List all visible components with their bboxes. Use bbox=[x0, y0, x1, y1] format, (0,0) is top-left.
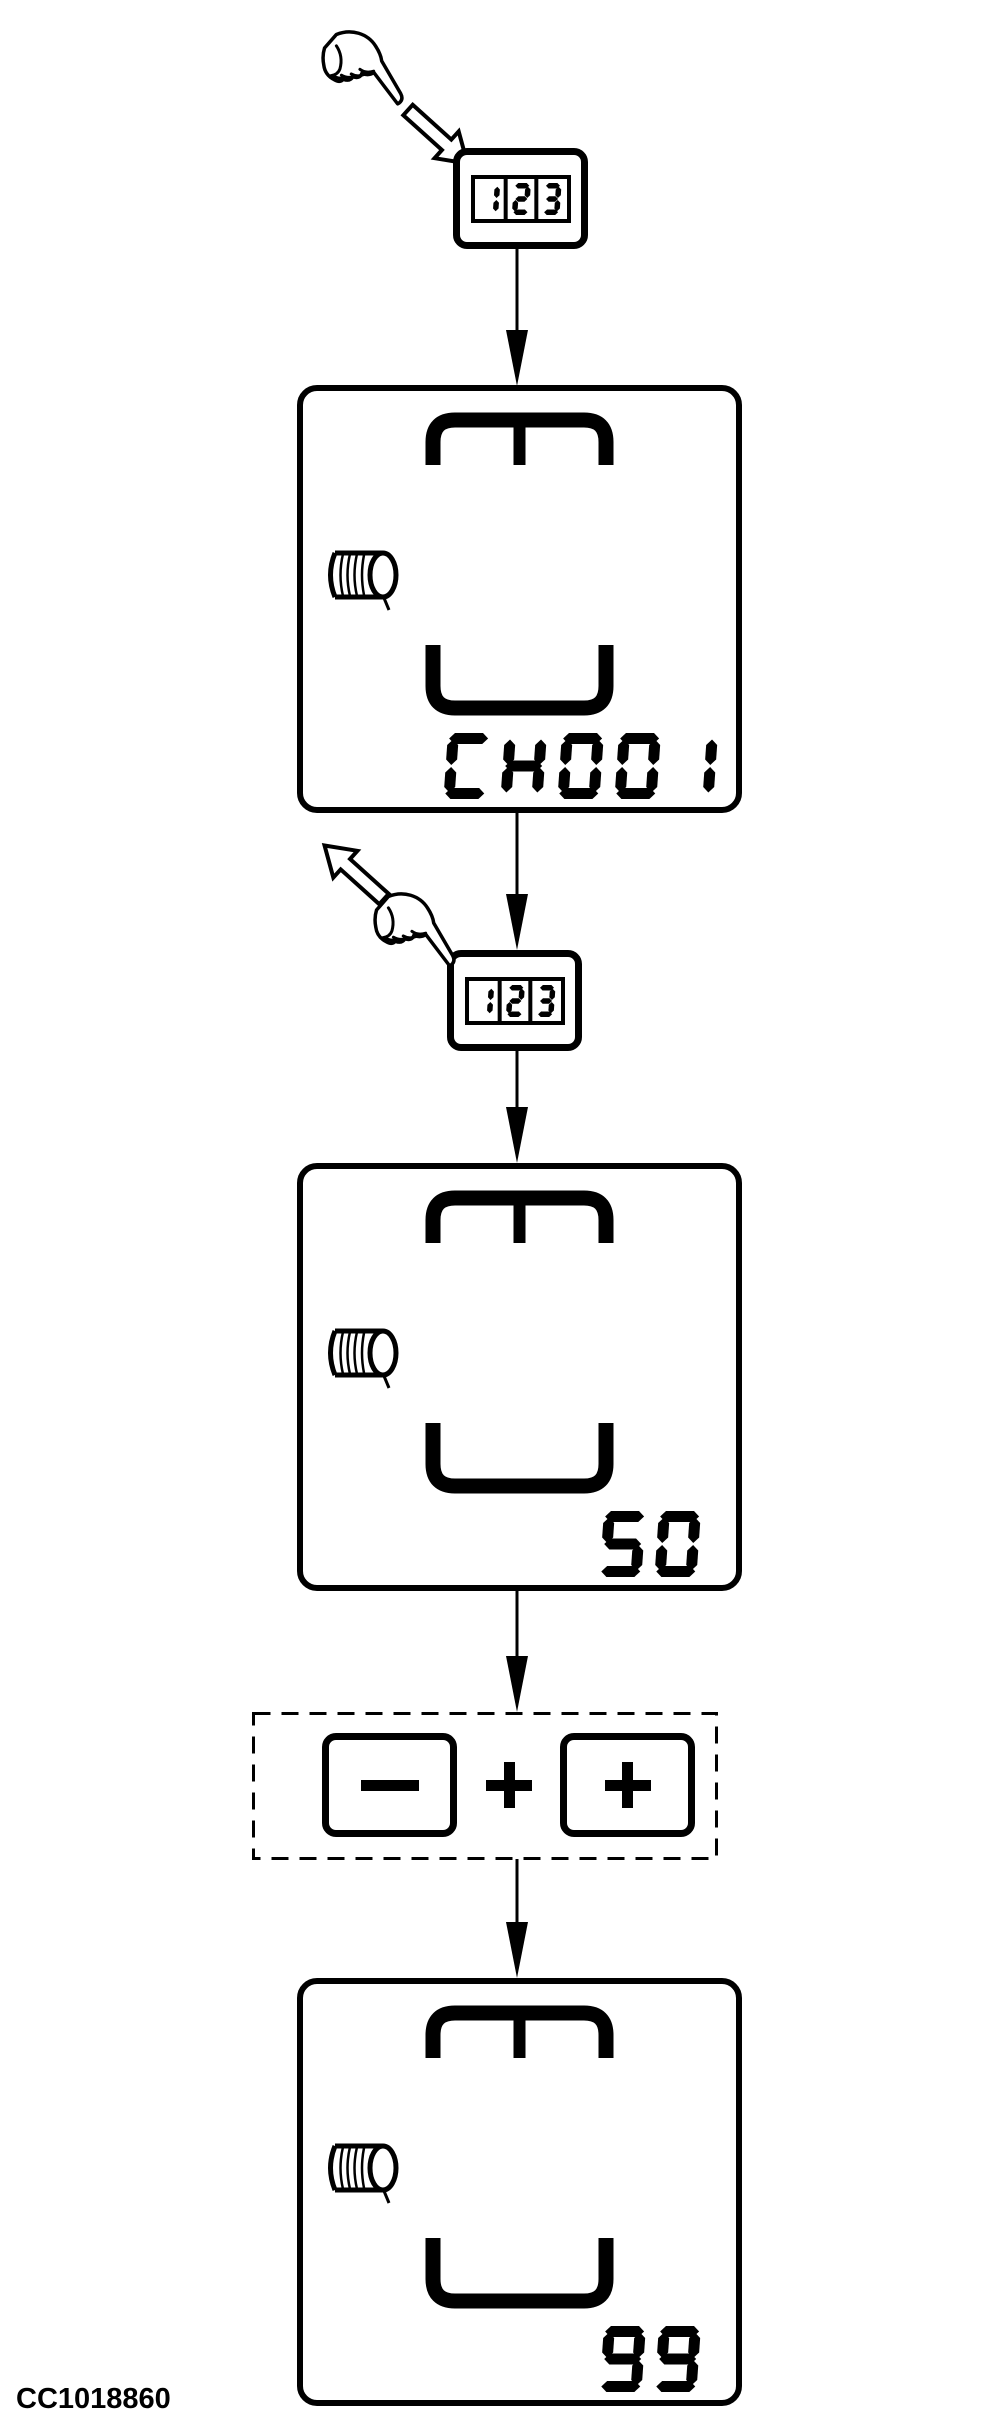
screen-value-display bbox=[601, 2326, 701, 2392]
button-123-display bbox=[470, 174, 571, 223]
down-flow-arrow bbox=[506, 249, 528, 386]
bracket-symbol bbox=[425, 412, 614, 716]
display-screen-2 bbox=[297, 1163, 742, 1591]
bracket-symbol bbox=[425, 2005, 614, 2309]
dashed-border bbox=[252, 1712, 718, 1860]
minus-icon bbox=[360, 1779, 419, 1791]
bracket-symbol bbox=[425, 1190, 614, 1494]
display-screen-3 bbox=[297, 1978, 742, 2406]
pointing-hand-icon bbox=[321, 30, 404, 106]
figure-id: CC1018860 bbox=[16, 2383, 171, 2415]
screen-value-display bbox=[601, 1511, 701, 1577]
down-flow-arrow bbox=[506, 1590, 528, 1712]
pointing-hand-icon bbox=[373, 892, 456, 968]
decrease-button[interactable] bbox=[322, 1733, 457, 1837]
metering-roller-icon bbox=[328, 2143, 399, 2204]
press-arrow-icon bbox=[400, 101, 471, 167]
metering-roller-icon bbox=[328, 550, 399, 611]
hopper-bracket-icon bbox=[328, 2005, 614, 2309]
hopper-bracket-icon bbox=[328, 1190, 614, 1494]
down-flow-arrow bbox=[506, 1859, 528, 1978]
plus-icon bbox=[604, 1762, 651, 1808]
adjust-controls-group bbox=[252, 1712, 718, 1860]
down-flow-arrow bbox=[506, 1050, 528, 1163]
release-arrow-icon bbox=[321, 842, 392, 908]
button-123-display bbox=[464, 976, 565, 1025]
hopper-bracket-icon bbox=[328, 412, 614, 716]
plus-separator-icon bbox=[486, 1762, 532, 1808]
display-screen-1 bbox=[297, 385, 742, 813]
metering-roller-icon bbox=[328, 1328, 399, 1389]
increase-button[interactable] bbox=[560, 1733, 695, 1837]
down-flow-arrow bbox=[506, 812, 528, 950]
screen-value-display bbox=[444, 733, 718, 799]
item-select-button[interactable] bbox=[453, 148, 588, 249]
item-select-button[interactable] bbox=[447, 950, 582, 1051]
